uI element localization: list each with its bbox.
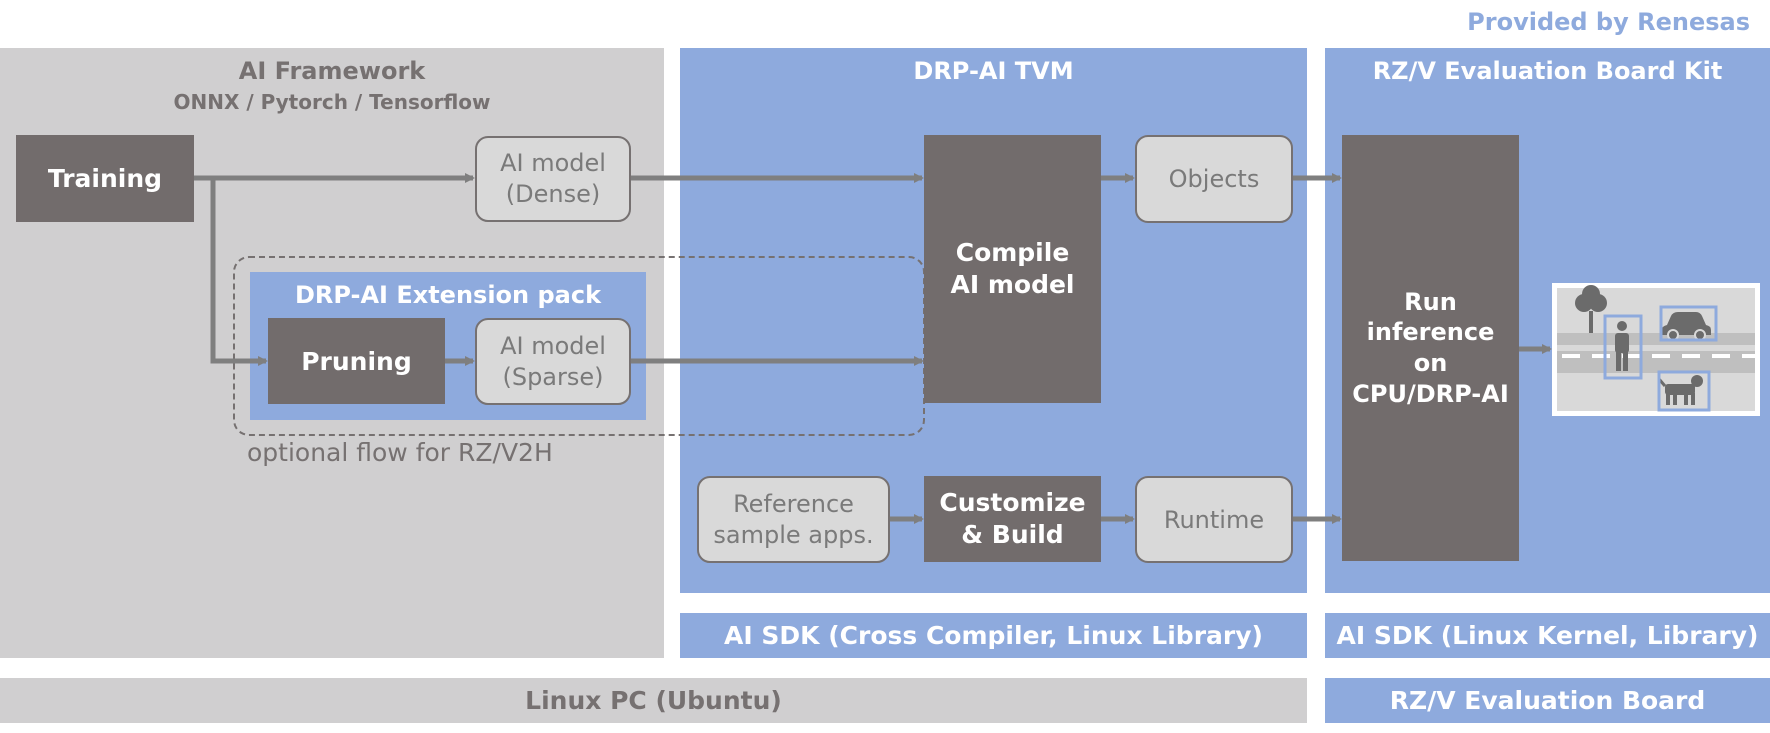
board-kit-title: RZ/V Evaluation Board Kit (1372, 57, 1723, 85)
linux-pc-bar: Linux PC (Ubuntu) (0, 678, 1307, 723)
dog-icon (1657, 375, 1703, 405)
compile-ai-model-box: Compile AI model (924, 135, 1101, 403)
sdk-kernel-bar: AI SDK (Linux Kernel, Library) (1325, 613, 1770, 658)
sdk-cross-bar: AI SDK (Cross Compiler, Linux Library) (680, 613, 1307, 658)
ai-framework-subtitle: ONNX / Pytorch / Tensorflow (173, 90, 491, 114)
ai-model-sparse-box: AI model (Sparse) (475, 318, 631, 405)
ai-model-dense-box: AI model (Dense) (475, 136, 631, 222)
tree-icon (1575, 285, 1607, 333)
optional-flow-label: optional flow for RZ/V2H (247, 438, 553, 467)
person-icon (1615, 321, 1629, 371)
reference-sample-apps-box: Reference sample apps. (697, 476, 890, 563)
ai-framework-title: AI Framework (238, 57, 426, 85)
eval-board-bar: RZ/V Evaluation Board (1325, 678, 1770, 723)
drp-ai-tvm-title: DRP-AI TVM (913, 57, 1074, 85)
pruning-box: Pruning (268, 318, 445, 404)
inference-scene-image (1552, 283, 1760, 416)
extension-pack-title: DRP-AI Extension pack (294, 281, 602, 309)
objects-box: Objects (1135, 135, 1293, 223)
runtime-box: Runtime (1135, 476, 1293, 563)
customize-build-box: Customize & Build (924, 476, 1101, 562)
run-inference-box: Run inference on CPU/DRP-AI (1342, 135, 1519, 561)
provider-label: Provided by Renesas (1467, 8, 1750, 36)
arrow-training-to-pruning (210, 178, 268, 366)
training-box: Training (16, 135, 194, 222)
